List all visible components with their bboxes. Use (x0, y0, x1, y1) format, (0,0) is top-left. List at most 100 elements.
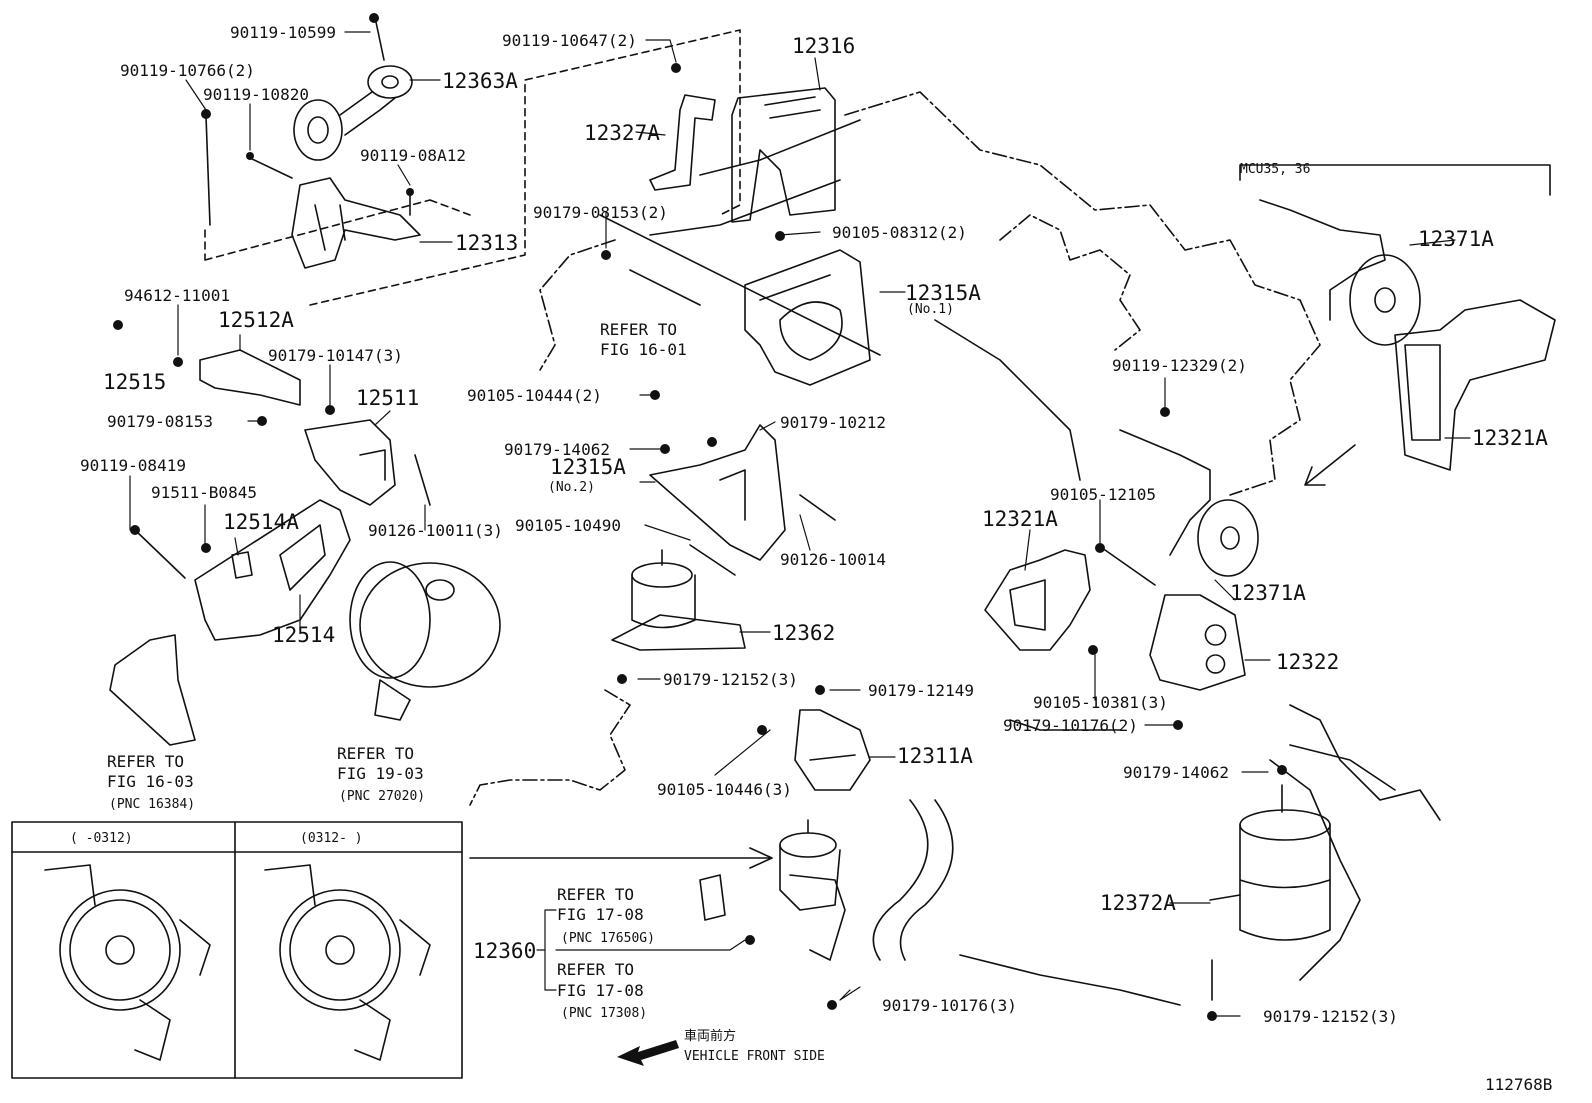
label-12313: 12313 (455, 231, 518, 255)
leader-lines (129, 31, 1471, 1017)
part-12362 (611, 549, 746, 651)
mcu-bracket (1239, 164, 1551, 196)
inset-frame (11, 821, 463, 1079)
engine-outline-upper (999, 214, 1141, 351)
label-90179-14062-a: 90179-14062 (504, 440, 610, 459)
label-12321A-left: 12321A (982, 507, 1058, 531)
label-12315A-no2: 12315A (550, 455, 626, 479)
bolt-90119-10599 (375, 21, 385, 61)
part-12511 (304, 419, 396, 506)
direction-arrow (1304, 444, 1356, 486)
ref-16-03-line3: (PNC 16384) (109, 797, 195, 812)
label-90119-08419: 90119-08419 (80, 456, 186, 475)
label-90119-10599: 90119-10599 (230, 23, 336, 42)
inset-right-header: (0312- ) (300, 831, 363, 846)
part-12313 (291, 177, 421, 269)
engine-line-top (599, 119, 1081, 481)
stud-90126-10014 (799, 494, 836, 521)
label-12514A: 12514A (223, 510, 299, 534)
label-90119-12329: 90119-12329(2) (1112, 356, 1247, 375)
vehicle-front-label-jp: 車両前方 (684, 1028, 736, 1044)
bolt-90119-08419 (134, 529, 186, 579)
bolt-90105-12105 (1104, 549, 1156, 586)
vehicle-front-arrow (617, 1040, 679, 1066)
label-94612-11001: 94612-11001 (124, 286, 230, 305)
stud-90126-10011 (414, 454, 431, 506)
label-90179-10176-3: 90179-10176(3) (882, 996, 1017, 1015)
label-90119-10820: 90119-10820 (203, 85, 309, 104)
ref-19-03-line1: REFER TO (337, 744, 414, 763)
label-12315A-no1-sub: (No.1) (907, 302, 954, 317)
bolt-90119-10820 (249, 157, 293, 179)
part-12311A (794, 709, 871, 791)
label-90119-10766: 90119-10766(2) (120, 61, 255, 80)
part-12363A (293, 65, 413, 161)
part-12512A (199, 349, 301, 406)
label-12322: 12322 (1276, 650, 1339, 674)
ref-16-03-line1: REFER TO (107, 752, 184, 771)
label-90105-08312: 90105-08312(2) (832, 223, 967, 242)
diagram-id: 112768B (1485, 1075, 1552, 1094)
inset-left-header: ( -0312) (70, 831, 133, 846)
label-12311A: 12311A (897, 744, 973, 768)
bolt-90119-10766 (205, 115, 211, 226)
ref-19-03-line2: FIG 19-03 (337, 764, 424, 783)
alternator (349, 561, 501, 721)
label-12363A: 12363A (442, 69, 518, 93)
label-90179-08153-2: 90179-08153(2) (533, 203, 668, 222)
part-12371A-mid (1119, 429, 1259, 577)
label-12315A-no1: 12315A (905, 281, 981, 305)
part-12360 (699, 819, 846, 961)
ref-17-08a-line3: (PNC 17650G) (561, 931, 655, 946)
ref-17-08a-line2: FIG 17-08 (557, 905, 644, 924)
ref-19-03-line3: (PNC 27020) (339, 789, 425, 804)
inset-left-view (44, 864, 211, 1061)
ref-17-08a-line1: REFER TO (557, 885, 634, 904)
engine-outline-trans (469, 689, 631, 806)
label-91511-B0845: 91511-B0845 (151, 483, 257, 502)
label-90179-10147: 90179-10147(3) (268, 346, 403, 365)
mcu-label: MCU35, 36 (1240, 162, 1310, 177)
part-12514A (231, 551, 253, 579)
label-90179-10212: 90179-10212 (780, 413, 886, 432)
label-90119-10647: 90119-10647(2) (502, 31, 637, 50)
part-12321A-right (1394, 299, 1556, 471)
label-12512A: 12512A (218, 308, 294, 332)
part-12327A (649, 94, 716, 191)
label-12371A-top: 12371A (1418, 227, 1494, 251)
vehicle-front-label-en: VEHICLE FRONT SIDE (684, 1049, 825, 1064)
bolt-90105-10490 (689, 544, 736, 576)
ref-17-08b-line1: REFER TO (557, 960, 634, 979)
bracket-fig-16-03 (109, 634, 196, 746)
label-90105-10490: 90105-10490 (515, 516, 621, 535)
engine-outline (844, 91, 1321, 496)
inset-right-view (264, 864, 431, 1061)
label-12514: 12514 (272, 623, 335, 647)
part-12322 (1149, 594, 1246, 691)
label-12515: 12515 (103, 370, 166, 394)
label-90105-12105: 90105-12105 (1050, 485, 1156, 504)
label-12511: 12511 (356, 386, 419, 410)
ref-16-01-line1: REFER TO (600, 320, 677, 339)
part-12514 (194, 499, 351, 641)
ref-16-03-line2: FIG 16-03 (107, 772, 194, 791)
label-12371A-mid: 12371A (1230, 581, 1306, 605)
label-90179-10176-2: 90179-10176(2) (1003, 716, 1138, 735)
label-90105-10446: 90105-10446(3) (657, 780, 792, 799)
label-90179-12149: 90179-12149 (868, 681, 974, 700)
label-12316: 12316 (792, 34, 855, 58)
inset-divider (11, 821, 463, 1079)
part-12372A (1209, 784, 1331, 1001)
label-90126-10014: 90126-10014 (780, 550, 886, 569)
label-12362: 12362 (772, 621, 835, 645)
ref-17-08b-line2: FIG 17-08 (557, 981, 644, 1000)
inset-arrow (469, 847, 773, 869)
label-12372A: 12372A (1100, 891, 1176, 915)
ref-17-08b-line3: (PNC 17308) (561, 1006, 647, 1021)
ref-16-01-line2: FIG 16-01 (600, 340, 687, 359)
label-12321A-right: 12321A (1472, 426, 1548, 450)
part-12315A-no2 (649, 424, 786, 561)
hose (872, 799, 954, 961)
